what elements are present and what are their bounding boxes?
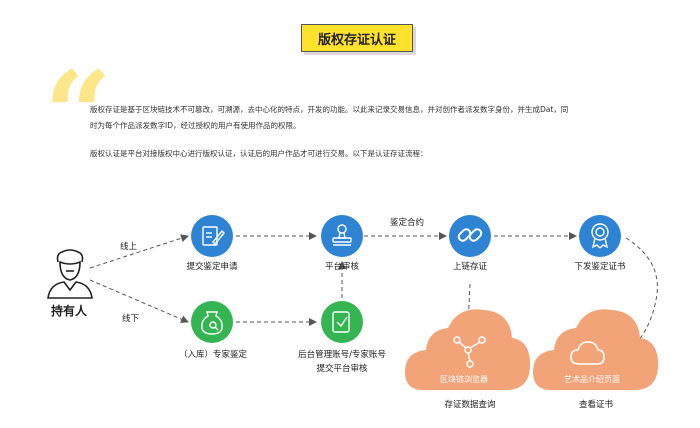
cloud-icon <box>570 341 605 365</box>
network-icon <box>453 336 486 368</box>
cloud-artwork <box>533 309 659 390</box>
node-expert-label: （入库）专家鉴定 <box>178 350 247 360</box>
link-icon <box>457 228 483 242</box>
edge-holder-to-expert <box>89 279 189 323</box>
intro-paragraph-line-3: 版权认证是平台对接版权中心进行版权认证，认证后的用户作品才可进行交易。以下是认证… <box>90 149 428 158</box>
cloud-browser-inner-text: 区块链浏览器 <box>440 375 488 384</box>
person-icon <box>47 249 93 299</box>
jar-search-icon <box>201 311 223 335</box>
node-backend <box>321 301 363 343</box>
cloud-browser-label: 存证数据查询 <box>444 400 496 410</box>
edge-label-offline: 线下 <box>122 314 140 324</box>
cloud-artwork-inner-text: 艺术品介绍页面 <box>564 375 620 384</box>
edge-label-contract: 鉴定合约 <box>390 218 425 228</box>
cloud-artwork-label: 查看证书 <box>578 400 613 410</box>
edge-label-online: 线上 <box>120 242 138 252</box>
node-review <box>321 215 363 257</box>
holder-label: 持有人 <box>51 304 88 318</box>
edge-holder-to-submit <box>89 234 189 269</box>
stamp-icon <box>332 224 352 246</box>
page-title: 版权存证认证 <box>301 24 413 52</box>
node-chain <box>449 215 491 257</box>
node-chain-label: 上链存证 <box>452 262 487 272</box>
certificate-badge-icon <box>591 223 609 249</box>
intro-paragraph-line-2: 时为每个作品派发数字ID，经过授权的用户有使用作品的权限。 <box>90 121 301 130</box>
intro-paragraph-line-1: 版权存证是基于区块链技术不可篡改，可溯源，去中心化的特点，开发的功能。以此来记录… <box>90 105 569 114</box>
quote-mark-icon: “ <box>44 45 112 184</box>
node-submit <box>191 215 233 257</box>
check-document-icon <box>332 311 350 333</box>
node-backend-label-line-1: 后台管理账号/专家账号 <box>298 350 386 360</box>
node-certificate-label: 下发鉴定证书 <box>574 262 626 272</box>
node-submit-label: 提交鉴定申请 <box>186 262 238 272</box>
node-backend-label-line-2: 提交平台审核 <box>316 364 368 374</box>
edit-document-icon <box>202 226 225 246</box>
node-review-label: 平台审核 <box>324 262 359 272</box>
node-certificate <box>579 215 621 257</box>
node-expert <box>191 301 233 343</box>
cloud-browser <box>405 309 531 390</box>
